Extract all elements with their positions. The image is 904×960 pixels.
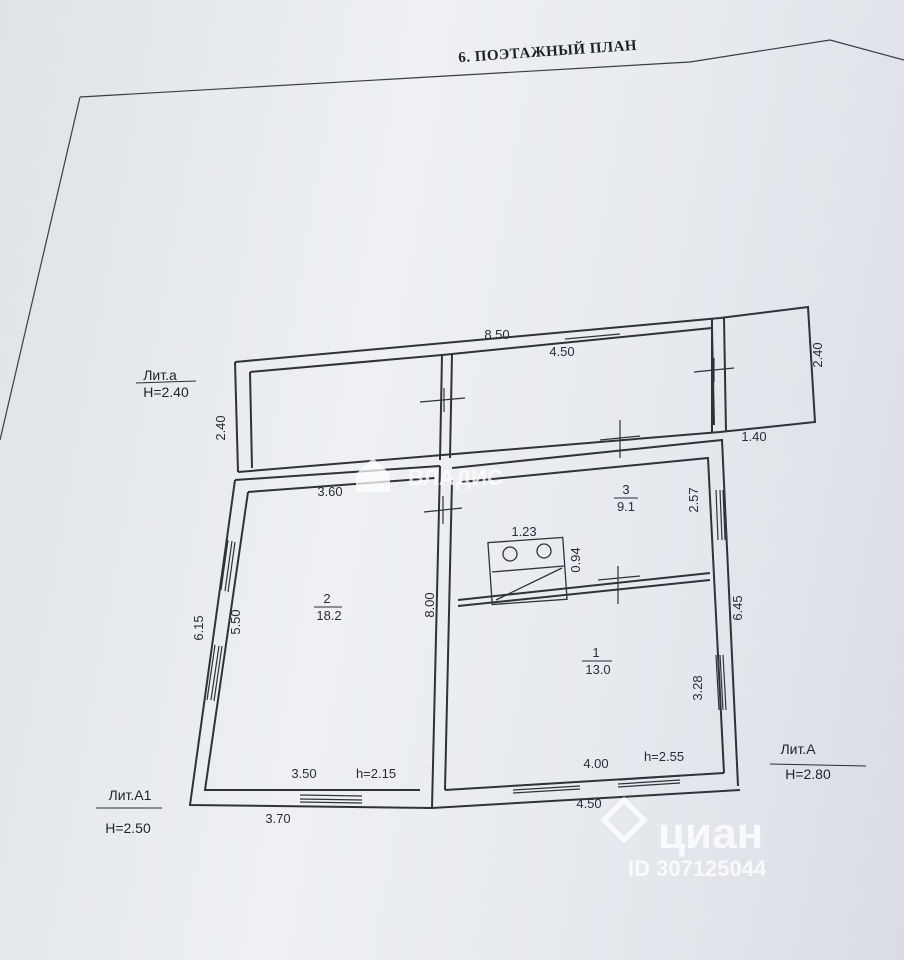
stove-icon bbox=[487, 536, 568, 606]
height-2-15: h=2.15 bbox=[356, 766, 396, 781]
vladis-text: ВЛАДИС bbox=[408, 465, 503, 490]
room-2: 2 18.2 bbox=[314, 591, 342, 623]
lit-a-name: Лит.А bbox=[780, 741, 816, 757]
dim-8-00: 8.00 bbox=[422, 592, 437, 617]
dim-2-57: 2.57 bbox=[686, 487, 701, 512]
dim-5-50: 5.50 bbox=[228, 609, 243, 634]
lit-a1-height: H=2.50 bbox=[105, 820, 151, 836]
dim-4-00: 4.00 bbox=[583, 756, 608, 771]
windows bbox=[206, 326, 727, 804]
lit-a-small-height: H=2.40 bbox=[143, 384, 189, 400]
lit-a-small-name: Лит.а bbox=[143, 367, 177, 383]
vladis-watermark: ВЛАДИС bbox=[356, 458, 503, 492]
room-number: 2 bbox=[323, 591, 330, 606]
lit-a-height: H=2.80 bbox=[785, 766, 831, 782]
height-2-55: h=2.55 bbox=[644, 749, 684, 764]
label-lit-a1: Лит.А1 H=2.50 bbox=[96, 787, 162, 836]
dim-6-15: 6.15 bbox=[191, 615, 206, 640]
room-1: 1 13.0 bbox=[582, 645, 612, 677]
room-area: 13.0 bbox=[585, 662, 610, 677]
lit-a1-name: Лит.А1 bbox=[109, 787, 152, 803]
dim-8-50: 8.50 bbox=[484, 327, 509, 342]
cian-logo-icon bbox=[600, 796, 648, 844]
dim-3-50: 3.50 bbox=[291, 766, 316, 781]
room-area: 9.1 bbox=[617, 499, 635, 514]
label-lit-a: Лит.А H=2.80 bbox=[769, 741, 867, 782]
dim-3-28: 3.28 bbox=[690, 675, 705, 700]
house-icon bbox=[356, 458, 390, 492]
paper-border bbox=[0, 39, 904, 441]
page-title: 6. ПОЭТАЖНЫЙ ПЛАН bbox=[458, 37, 638, 66]
cian-id-text: ID 307125044 bbox=[628, 856, 767, 881]
dim-2-40-right: 2.40 bbox=[810, 342, 825, 367]
cian-watermark: циан ID 307125044 bbox=[600, 796, 767, 881]
dim-1-23: 1.23 bbox=[511, 524, 536, 539]
dim-3-60: 3.60 bbox=[317, 484, 342, 499]
dim-2-40-left: 2.40 bbox=[213, 415, 228, 440]
dim-6-45: 6.45 bbox=[730, 595, 745, 620]
room-number: 3 bbox=[622, 482, 629, 497]
walls bbox=[188, 305, 817, 809]
room-area: 18.2 bbox=[316, 608, 341, 623]
dim-4-50-bottom: 4.50 bbox=[576, 796, 601, 811]
dim-4-50-top: 4.50 bbox=[549, 344, 574, 359]
dim-0-94: 0.94 bbox=[568, 547, 583, 572]
room-3: 3 9.1 bbox=[614, 482, 638, 514]
dim-3-70: 3.70 bbox=[265, 811, 290, 826]
room-number: 1 bbox=[592, 645, 599, 660]
label-lit-a-small: Лит.а H=2.40 bbox=[135, 367, 197, 400]
dim-1-40: 1.40 bbox=[741, 429, 766, 444]
cian-text: циан bbox=[658, 809, 763, 858]
door-markers bbox=[419, 358, 735, 604]
